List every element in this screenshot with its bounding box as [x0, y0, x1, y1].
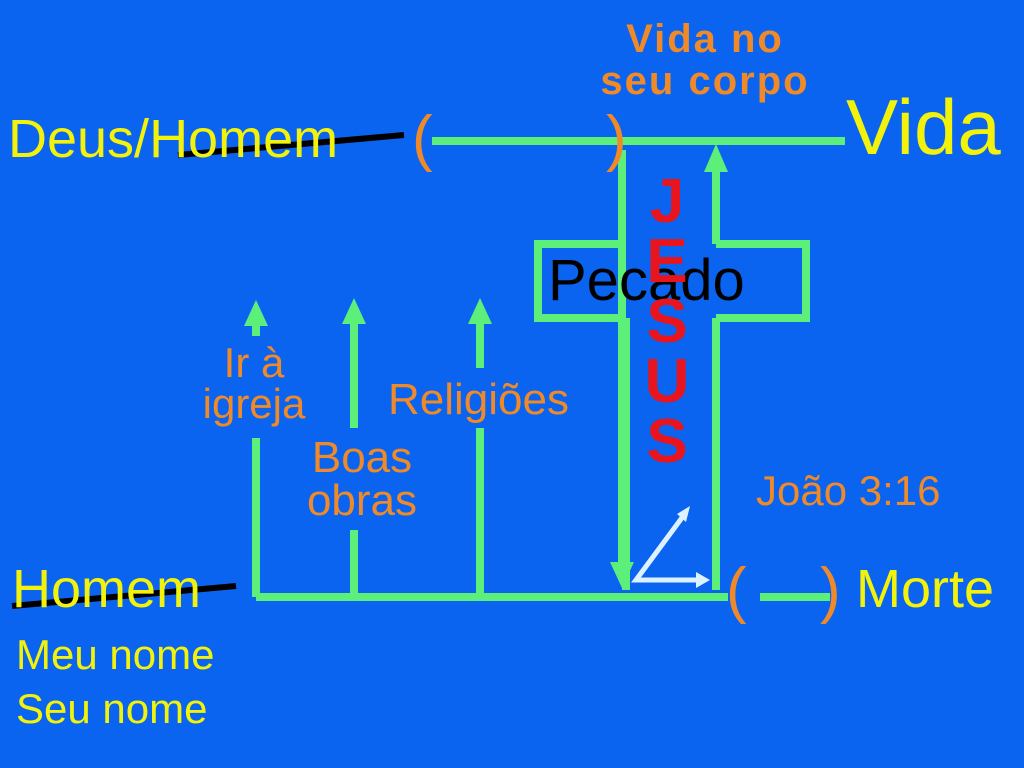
- top-caption-line1: Vida no: [626, 17, 784, 61]
- jesus-letter-j: J: [649, 167, 685, 236]
- boas-obras-arrow-head: [342, 298, 366, 324]
- morte-label: Morte: [856, 559, 995, 619]
- igreja-label-line1: Ir à: [223, 339, 285, 386]
- pecado-label: Pecado: [548, 248, 745, 313]
- igreja-arrow-head: [244, 300, 268, 326]
- boas-obras-line2: obras: [306, 476, 418, 526]
- turn-arrow: [631, 513, 700, 583]
- top-paren-open: (: [412, 104, 433, 173]
- igreja-label: Ir à igreja: [182, 339, 326, 428]
- boas-obras-line1: Boas: [311, 433, 413, 482]
- cross-up-arrow-head: [704, 144, 728, 172]
- top-paren-close: ): [606, 104, 627, 173]
- jesus-letters: J E S U S: [630, 167, 704, 476]
- igreja-label-line2: igreja: [202, 380, 306, 428]
- jesus-letter-s: S: [646, 287, 688, 356]
- homem-label: Homem: [12, 559, 202, 619]
- bottom-paren-close: ): [820, 556, 841, 625]
- meu-nome-label: Meu nome: [16, 631, 215, 678]
- deus-homem-label: Deus/Homem: [8, 109, 339, 169]
- jesus-letter-u: U: [644, 347, 690, 416]
- deus-homem-strike: [177, 132, 405, 158]
- homem-strike: [11, 583, 237, 609]
- vida-label: Vida: [846, 83, 1001, 171]
- seu-nome-label: Seu nome: [16, 685, 208, 732]
- jesus-letter-s2: S: [646, 407, 688, 476]
- religioes-label: Religiões: [388, 375, 569, 424]
- turn-arrow-head-up: [677, 506, 690, 522]
- turn-arrow-head-right: [696, 572, 710, 588]
- joao-reference: João 3:16: [756, 467, 941, 514]
- jesus-letter-e: E: [646, 227, 688, 296]
- top-caption: Vida no seu corpo: [560, 18, 850, 102]
- religioes-arrow-head: [468, 298, 492, 324]
- top-caption-line2: seu corpo: [600, 59, 810, 103]
- cross-down-arrow-head: [610, 562, 634, 588]
- boas-obras-label: Boas obras: [290, 433, 434, 526]
- bottom-paren-open: (: [726, 556, 747, 625]
